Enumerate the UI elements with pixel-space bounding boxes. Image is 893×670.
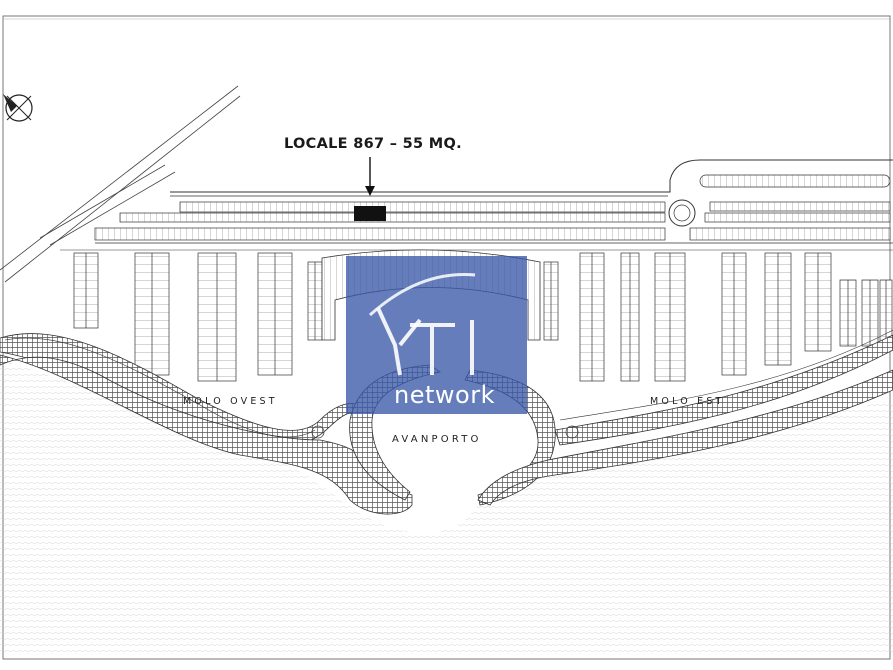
sea-area bbox=[0, 360, 893, 655]
east-breakwater bbox=[477, 329, 893, 506]
berth-pontoons bbox=[73, 252, 893, 382]
unit-pointer-arrow bbox=[365, 157, 375, 196]
highlighted-unit-867[interactable] bbox=[354, 206, 386, 221]
unit-label: LOCALE 867 – 55 MQ. bbox=[284, 136, 462, 152]
tree-icon bbox=[311, 425, 325, 439]
area-label-molo-est: MOLO EST bbox=[650, 396, 725, 407]
tree-icon bbox=[565, 425, 579, 439]
shops-quay bbox=[60, 159, 893, 251]
watermark-text: network bbox=[394, 381, 495, 409]
area-label-avanporto: AVANPORTO bbox=[392, 434, 482, 445]
area-label-molo-ovest: MOLO OVEST bbox=[183, 396, 278, 407]
coastal-road bbox=[0, 85, 241, 283]
north-arrow-icon bbox=[3, 94, 33, 122]
watermark-logo bbox=[346, 256, 527, 414]
